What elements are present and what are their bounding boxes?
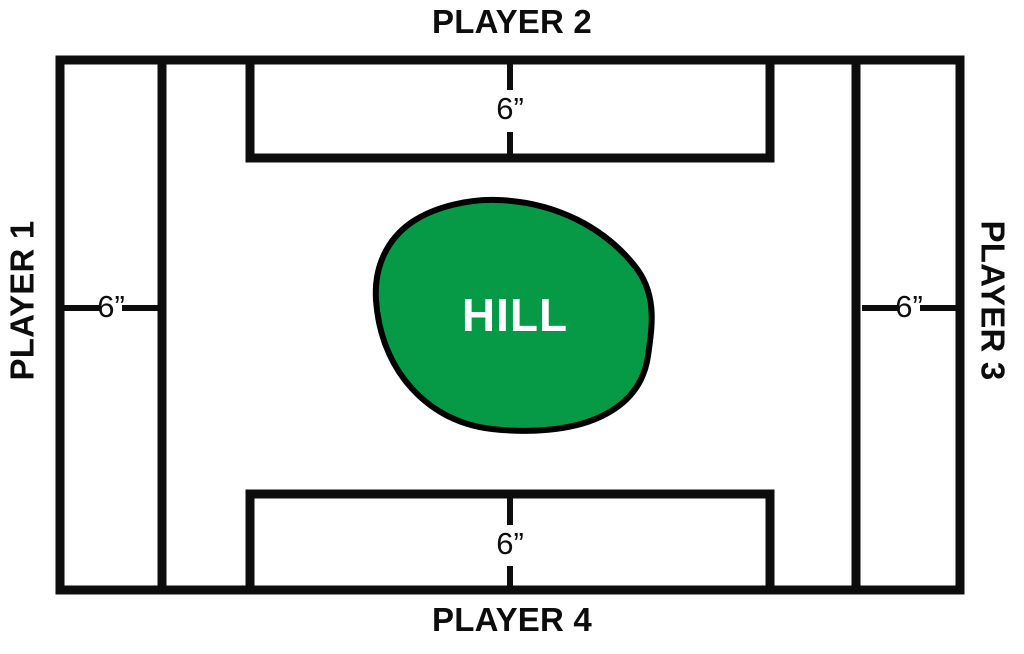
top-goal-box	[245, 60, 775, 163]
bottom-goal-box	[245, 489, 775, 590]
dimension-label-top: 6”	[496, 91, 524, 126]
player-4-label: PLAYER 4	[432, 601, 592, 638]
dimension-label-right: 6”	[895, 289, 923, 324]
player-3-label: PLAYER 3	[974, 220, 1012, 381]
dimension-label-left: 6”	[97, 289, 125, 324]
hill-label: HILL	[461, 289, 569, 341]
dimension-label-bottom: 6”	[496, 526, 524, 561]
hill-shape	[372, 196, 655, 434]
court-outer-boundary	[55, 55, 965, 595]
player-1-label: PLAYER 1	[3, 220, 41, 381]
player-2-label: PLAYER 2	[432, 3, 592, 40]
